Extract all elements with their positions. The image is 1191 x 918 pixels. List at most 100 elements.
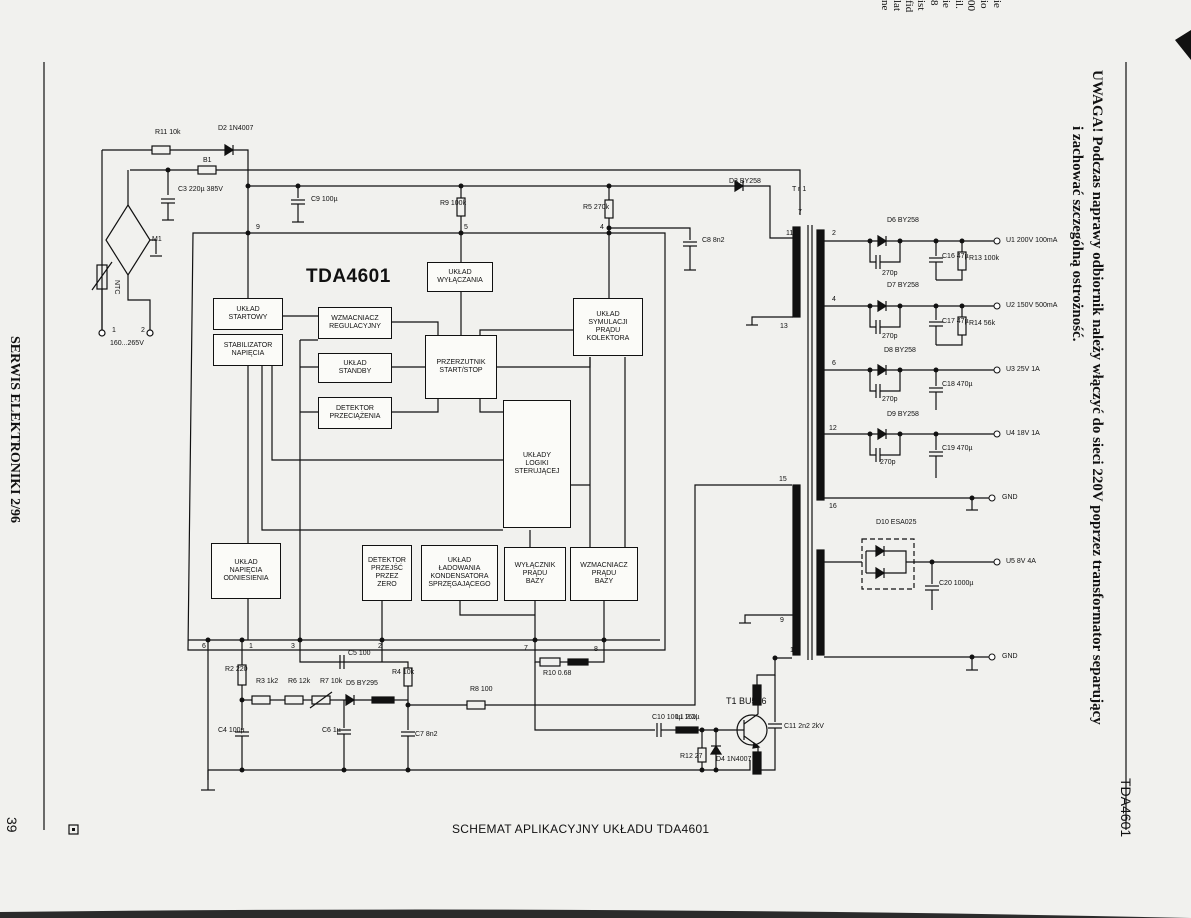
label-tr1: Tr1 [792,186,809,193]
label-c270-3: 270p [882,396,898,403]
label-b1: B1 [203,157,212,164]
label-d7: D7 BY258 [887,282,919,289]
pin-7: 7 [524,645,528,652]
label-d9: D9 BY258 [887,411,919,418]
label-r7: R7 10k [320,678,343,685]
winding-1: 1 [790,647,794,654]
label-r5: R5 270k [583,204,610,211]
block-detektor-zero: DETEKTOR PRZEJŚĆ PRZEZ ZERO [362,545,412,601]
label-r11: R11 10k [155,129,181,136]
block-detektor-przeciazenia: DETEKTOR PRZECIĄŻENIA [318,397,392,429]
label-r12: R12 27 [680,753,703,760]
block-wylaczania: UKŁAD WYŁĄCZANIA [427,262,493,292]
output-u3: U3 25V 1A [1006,366,1040,373]
warning-notice-line2: i zachować szczególną ostrożność. [1069,126,1085,342]
label-c3: C3 220µ 385V [178,186,223,193]
label-c270-2: 270p [882,333,898,340]
block-symulacji-pradu: UKŁAD SYMULACJI PRĄDU KOLEKTORA [573,298,643,356]
label-c8: C8 8n2 [702,237,725,244]
block-startowy: UKŁAD STARTOWY [213,298,283,330]
block-standby: UKŁAD STANDBY [318,353,392,383]
label-mains-pin1: 1 [112,327,116,334]
label-d6: D6 BY258 [887,217,919,224]
label-c6: C6 1µ [322,727,341,734]
label-c270-1: 270p [882,270,898,277]
winding-11: 11 [786,230,794,237]
block-wzmacniacz-bazy: WZMACNIACZ PRĄDU BAZY [570,547,638,601]
pin-1: 1 [249,643,253,650]
block-wylacznik-pradu: WYŁĄCZNIK PRĄDU BAZY [504,547,566,601]
label-c20: C20 1000µ [939,580,974,587]
section-marker-icon [68,824,79,835]
label-l1: L1 2.2µ [676,714,700,721]
transformer-primary-bottom [792,484,801,656]
winding-9: 9 [780,617,784,624]
winding-16: 16 [829,503,837,510]
label-c10: C10 100µ 16V [652,714,697,721]
magazine-footer: SERWIS ELEKTRONIKI 2/96 [7,336,22,524]
label-c18: C18 470µ [942,381,973,388]
label-c9: C9 100µ [311,196,338,203]
ic-outline [187,232,666,651]
label-r3: R3 1k2 [256,678,279,685]
side-title: TDA4601 [1118,778,1134,838]
block-ladowania: UKŁAD ŁADOWANIA KONDENSATORA SPRZĘGAJĄCE… [421,545,498,601]
label-r4: R4 10k [392,669,415,676]
pin-8: 8 [594,646,598,653]
label-c17: C17 47µ [942,318,969,325]
label-c7: C7 8n2 [415,731,438,738]
output-gnd-1: GND [1002,494,1018,501]
label-r2: R2 220 [225,666,248,673]
label-mains-voltage: 160...265V [110,340,144,347]
pin-9: 9 [256,224,260,231]
pin-6: 6 [202,643,206,650]
label-r6: R6 12k [288,678,311,685]
block-wzmacniacz-regulacyjny: WZMACNIACZ REGULACYJNY [318,307,392,339]
transformer-primary-top [792,226,801,318]
winding-7: 7 [798,209,802,216]
winding-15: 15 [779,476,787,483]
label-d3: D3 BY258 [729,178,761,185]
block-napiecia-odniesienia: UKŁAD NAPIĘCIA ODNIESIENIA [211,543,281,599]
label-c270-4: 270p [880,459,896,466]
output-u5: U5 8V 4A [1006,558,1036,565]
winding-4: 4 [832,296,836,303]
label-r13: R13 100k [969,255,999,262]
label-r10: R10 0.68 [543,670,572,677]
label-r14: R14 56k [969,320,996,327]
transformer-secondary-top [816,229,825,501]
block-logiki-sterujacej: UKŁADY LOGIKI STERUJĄCEJ [503,400,571,528]
label-m1: M1 [152,236,162,243]
schematic-caption: SCHEMAT APLIKACYJNY UKŁADU TDA4601 [452,822,710,836]
output-u1: U1 200V 100mA [1006,237,1058,244]
label-c5: C5 100 [348,650,371,657]
label-d8: D8 BY258 [884,347,916,354]
label-d5: D5 BY295 [346,680,378,687]
transformer-secondary-bottom [816,549,825,656]
label-c19: C19 470µ [942,445,973,452]
pin-5: 5 [464,224,468,231]
winding-6: 6 [832,360,836,367]
label-d2: D2 1N4007 [218,125,254,132]
label-d4: D4 1N4007 [716,756,752,763]
label-c11: C11 2n2 2kV [784,723,824,730]
label-d10: D10 ESA025 [876,519,917,526]
output-u2: U2 150V 500mA [1006,302,1058,309]
output-u4: U4 18V 1A [1006,430,1040,437]
winding-2: 2 [832,230,836,237]
ic-name: TDA4601 [306,266,391,287]
pin-2: 2 [378,643,382,650]
label-t1: T1 BU546 [726,696,767,706]
winding-12: 12 [829,425,837,432]
bridge-rectifier [105,203,151,277]
block-stabilizator: STABILIZATOR NAPIĘCIA [213,334,283,366]
pin-4: 4 [600,224,604,231]
warning-notice-line1: UWAGA! Podczas naprawy odbiornik należy … [1089,70,1105,725]
label-c4: C4 100µ [218,727,245,734]
block-przerzutnik: PRZERZUTNIK START/STOP [425,335,497,399]
label-mains-pin2: 2 [141,327,145,334]
winding-13: 13 [780,323,788,330]
page-number: 39 [4,817,20,833]
